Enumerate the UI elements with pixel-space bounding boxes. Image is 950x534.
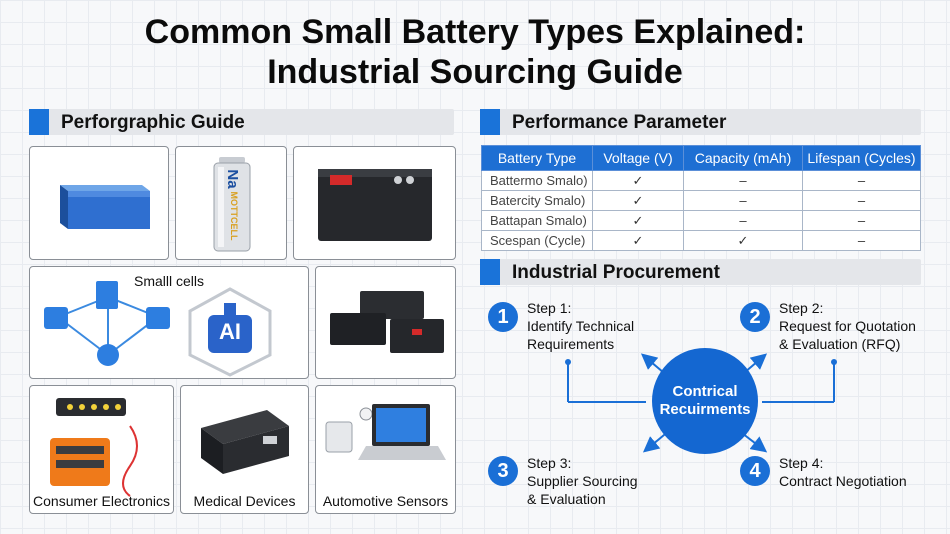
table-row: Battapan Smalo) ✓ – – <box>481 210 921 231</box>
card-battery-stack <box>315 266 456 379</box>
table-row: Batercity Smalo) ✓ – – <box>481 190 921 211</box>
table-cell: Scespan (Cycle) <box>481 230 593 251</box>
card-consumer-electronics: Consumer Electronics <box>29 385 174 514</box>
performance-table: Battery Type Voltage (V) Capacity (mAh) … <box>481 145 921 251</box>
step-line: Step 4: <box>779 455 824 471</box>
section-label: Perforgraphic Guide <box>61 112 245 133</box>
step-line: Contract Negotiation <box>779 473 907 489</box>
card-cylindrical-cell: Na MOTTCELL <box>175 146 287 260</box>
center-node: Contrical Recuirments <box>652 348 758 454</box>
card-prismatic-cell <box>29 146 169 260</box>
table-header-cell: Lifespan (Cycles) <box>802 145 921 171</box>
battery-pack-icon <box>318 169 432 241</box>
section-marker <box>29 109 49 135</box>
small-cells-label: Smalll cells <box>134 273 205 289</box>
prismatic-cell-icon <box>60 185 150 229</box>
consumer-battery-icon <box>50 398 138 497</box>
step-line: & Evaluation (RFQ) <box>779 336 901 352</box>
table-header-cell: Battery Type <box>481 145 593 171</box>
section-marker <box>480 259 500 285</box>
step-2-text: Step 2: Request for Quotation & Evaluati… <box>779 299 916 353</box>
table-cell: ✓ <box>683 230 803 251</box>
cylindrical-cell-icon <box>213 157 251 252</box>
medical-devices-caption: Medical Devices <box>193 493 296 509</box>
small-cells-network-icon <box>44 281 272 377</box>
step-line: Identify Technical <box>527 318 635 334</box>
cell-sub-label: MOTTCELL <box>229 191 239 241</box>
laptop-sensor-icon <box>325 404 446 460</box>
table-header-row: Battery Type Voltage (V) Capacity (mAh) … <box>481 145 921 171</box>
table-row: Scespan (Cycle) ✓ ✓ – <box>481 230 921 251</box>
ai-label: AI <box>219 319 241 344</box>
step-line: Supplier Sourcing <box>527 473 638 489</box>
table-cell: Battermo Smalo) <box>481 170 593 191</box>
consumer-electronics-caption: Consumer Electronics <box>33 493 170 509</box>
step-line: Step 1: <box>527 300 572 316</box>
card-automotive-sensors: Automotive Sensors <box>315 385 456 514</box>
card-medical-devices: Medical Devices <box>180 385 309 514</box>
step-4-text: Step 4: Contract Negotiation <box>779 454 907 490</box>
table-cell: – <box>802 190 921 211</box>
table-cell: ✓ <box>592 170 684 191</box>
table-cell: ✓ <box>592 230 684 251</box>
section-header-performance: Performance Parameter <box>480 109 921 135</box>
table-cell: ✓ <box>592 210 684 231</box>
step-3-text: Step 3: Supplier Sourcing & Evaluation <box>527 454 638 508</box>
step-line: Step 2: <box>779 300 824 316</box>
page-title: Common Small Battery Types Explained: In… <box>0 12 950 92</box>
table-cell: – <box>683 190 803 211</box>
step-4-number: 4 <box>740 456 770 486</box>
section-marker <box>480 109 500 135</box>
section-label: Industrial Procurement <box>512 262 720 283</box>
section-header-procurement: Industrial Procurement <box>480 259 921 285</box>
table-cell: – <box>802 170 921 191</box>
table-cell: Battapan Smalo) <box>481 210 593 231</box>
step-line: Request for Quotation <box>779 318 916 334</box>
table-header-cell: Capacity (mAh) <box>683 145 803 171</box>
automotive-sensors-caption: Automotive Sensors <box>322 493 449 509</box>
table-cell: – <box>802 210 921 231</box>
table-row: Battermo Smalo) ✓ – – <box>481 170 921 191</box>
step-2-number: 2 <box>740 302 770 332</box>
center-line-1: Contrical <box>672 383 738 400</box>
step-line: Requirements <box>527 336 615 352</box>
title-line-2: Industrial Sourcing Guide <box>267 53 683 91</box>
center-line-2: Recuirments <box>659 401 751 418</box>
medical-battery-icon <box>201 410 289 474</box>
card-battery-pack <box>293 146 456 260</box>
table-cell: – <box>683 170 803 191</box>
step-3-number: 3 <box>488 456 518 486</box>
step-line: & Evaluation <box>527 491 606 507</box>
step-line: Step 3: <box>527 455 572 471</box>
table-header-cell: Voltage (V) <box>592 145 684 171</box>
table-cell: ✓ <box>592 190 684 211</box>
step-1-text: Step 1: Identify Technical Requirements <box>527 299 634 353</box>
battery-stack-icon <box>330 291 444 353</box>
title-line-1: Common Small Battery Types Explained: <box>144 13 806 51</box>
card-small-cells-diagram: Smalll cells AI <box>29 266 309 379</box>
table-cell: – <box>802 230 921 251</box>
section-header-perforgraphic: Perforgraphic Guide <box>29 109 454 135</box>
table-cell: Batercity Smalo) <box>481 190 593 211</box>
step-1-number: 1 <box>488 302 518 332</box>
table-cell: – <box>683 210 803 231</box>
section-label: Performance Parameter <box>512 112 727 133</box>
